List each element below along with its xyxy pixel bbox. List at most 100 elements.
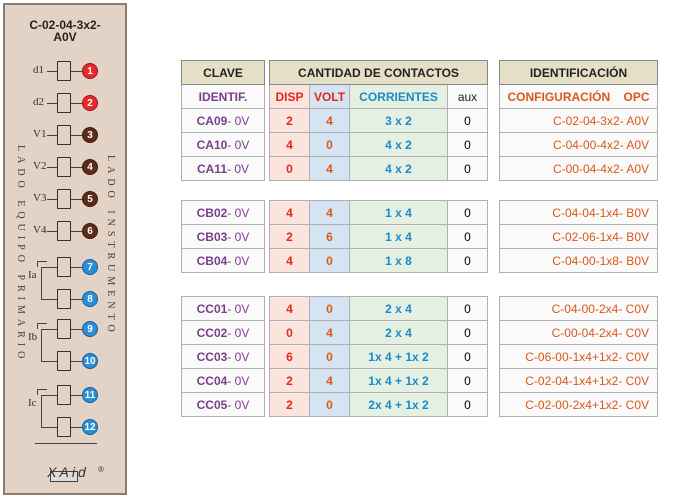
contacts-table-a: CLAVE CANTIDAD DE CONTACTOS IDENTIFICACI…	[181, 60, 658, 181]
current-loop-wire	[41, 329, 42, 361]
terminal-number-badge: 6	[82, 223, 98, 239]
corrientes-cell: 1x 4 + 1x 2	[349, 368, 448, 393]
header-clave: CLAVE	[181, 60, 265, 85]
terminal-wire	[41, 329, 57, 330]
current-loop-wire	[37, 261, 38, 267]
clave-code: CC03	[196, 349, 228, 364]
terminal-label: V1	[33, 128, 47, 140]
configuracion-cell: C-06-00-1x4+1x2- C0V	[499, 344, 658, 369]
terminal-block	[57, 157, 71, 177]
terminal-wire	[41, 395, 57, 396]
panel-title-line2: A0V	[53, 30, 77, 44]
configuracion-cell: C-02-00-2x4+1x2- C0V	[499, 392, 658, 417]
clave-suffix: - 0V	[227, 205, 250, 220]
terminal-wire	[71, 199, 83, 200]
header-identif: IDENTIF.	[181, 84, 265, 109]
volt-cell: 4	[309, 108, 350, 133]
header-aux: aux	[447, 84, 488, 109]
volt-cell: 0	[309, 344, 350, 369]
disp-cell: 2	[269, 368, 310, 393]
disp-cell: 2	[269, 108, 310, 133]
disp-cell: 6	[269, 344, 310, 369]
aux-cell: 0	[447, 224, 488, 249]
clave-cell: CB04- 0V	[181, 248, 265, 273]
current-loop-wire	[37, 323, 38, 329]
clave-suffix: - 0V	[227, 397, 250, 412]
header-configuracion-label: CONFIGURACIÓN	[507, 89, 611, 104]
current-loop-wire	[37, 389, 47, 390]
disp-cell: 0	[269, 156, 310, 181]
configuracion-cell: C-04-00-2x4- C0V	[499, 296, 658, 321]
header-cantidad: CANTIDAD DE CONTACTOS	[269, 60, 488, 85]
clave-suffix: - 0V	[227, 325, 250, 340]
aux-cell: 0	[447, 320, 488, 345]
clave-cell: CC04- 0V	[181, 368, 265, 393]
clave-cell: CB03- 0V	[181, 224, 265, 249]
terminal-block	[57, 289, 71, 309]
terminal-number-badge: 1	[82, 63, 98, 79]
terminal-number-badge: 5	[82, 191, 98, 207]
configuracion-cell: C-00-04-4x2- A0V	[499, 156, 658, 181]
configuracion-cell: C-04-00-1x8- B0V	[499, 248, 658, 273]
configuracion-cell: C-04-04-1x4- B0V	[499, 200, 658, 225]
disp-cell: 2	[269, 392, 310, 417]
volt-cell: 4	[309, 320, 350, 345]
terminal-wire	[47, 231, 57, 232]
clave-cell: CC02- 0V	[181, 320, 265, 345]
brand-logo: XAid	[47, 464, 89, 480]
clave-cell: CC01- 0V	[181, 296, 265, 321]
corrientes-cell: 4 x 2	[349, 156, 448, 181]
clave-suffix: - 0V	[227, 137, 250, 152]
panel-title: C-02-04-3x2- A0V	[5, 19, 125, 43]
corrientes-cell: 1 x 4	[349, 200, 448, 225]
volt-cell: 0	[309, 296, 350, 321]
terminal-number-badge: 3	[82, 127, 98, 143]
terminal-wire	[47, 135, 57, 136]
current-label: Ia	[28, 269, 37, 281]
clave-code: CC01	[196, 301, 228, 316]
volt-cell: 4	[309, 200, 350, 225]
terminal-wire	[71, 135, 83, 136]
terminal-number-badge: 11	[82, 387, 98, 403]
terminal-block	[57, 125, 71, 145]
terminal-wire	[41, 361, 57, 362]
clave-suffix: - 0V	[227, 229, 250, 244]
terminal-wire	[71, 103, 83, 104]
terminal-wire	[47, 199, 57, 200]
header-identificacion: IDENTIFICACIÓN	[499, 60, 658, 85]
terminal-block	[57, 417, 71, 437]
clave-code: CB02	[196, 205, 228, 220]
terminal-block	[57, 257, 71, 277]
clave-cell: CA11- 0V	[181, 156, 265, 181]
terminal-wire	[41, 427, 57, 428]
disp-cell: 4	[269, 248, 310, 273]
terminal-wire	[71, 395, 83, 396]
disp-cell: 2	[269, 224, 310, 249]
configuracion-cell: C-04-00-4x2- A0V	[499, 132, 658, 157]
terminal-label: V3	[33, 192, 47, 204]
volt-cell: 0	[309, 132, 350, 157]
configuracion-cell: C-00-04-2x4- C0V	[499, 320, 658, 345]
clave-code: CA11	[196, 161, 227, 176]
panel-bottom-slot	[50, 471, 78, 482]
disp-cell: 4	[269, 296, 310, 321]
aux-cell: 0	[447, 392, 488, 417]
panel-title-line1: C-02-04-3x2-	[29, 18, 101, 32]
terminal-number-badge: 4	[82, 159, 98, 175]
disp-cell: 4	[269, 200, 310, 225]
clave-code: CC05	[196, 397, 228, 412]
terminal-label: d2	[33, 96, 44, 108]
terminal-label: V4	[33, 224, 47, 236]
corrientes-cell: 1 x 8	[349, 248, 448, 273]
clave-suffix: - 0V	[227, 253, 250, 268]
